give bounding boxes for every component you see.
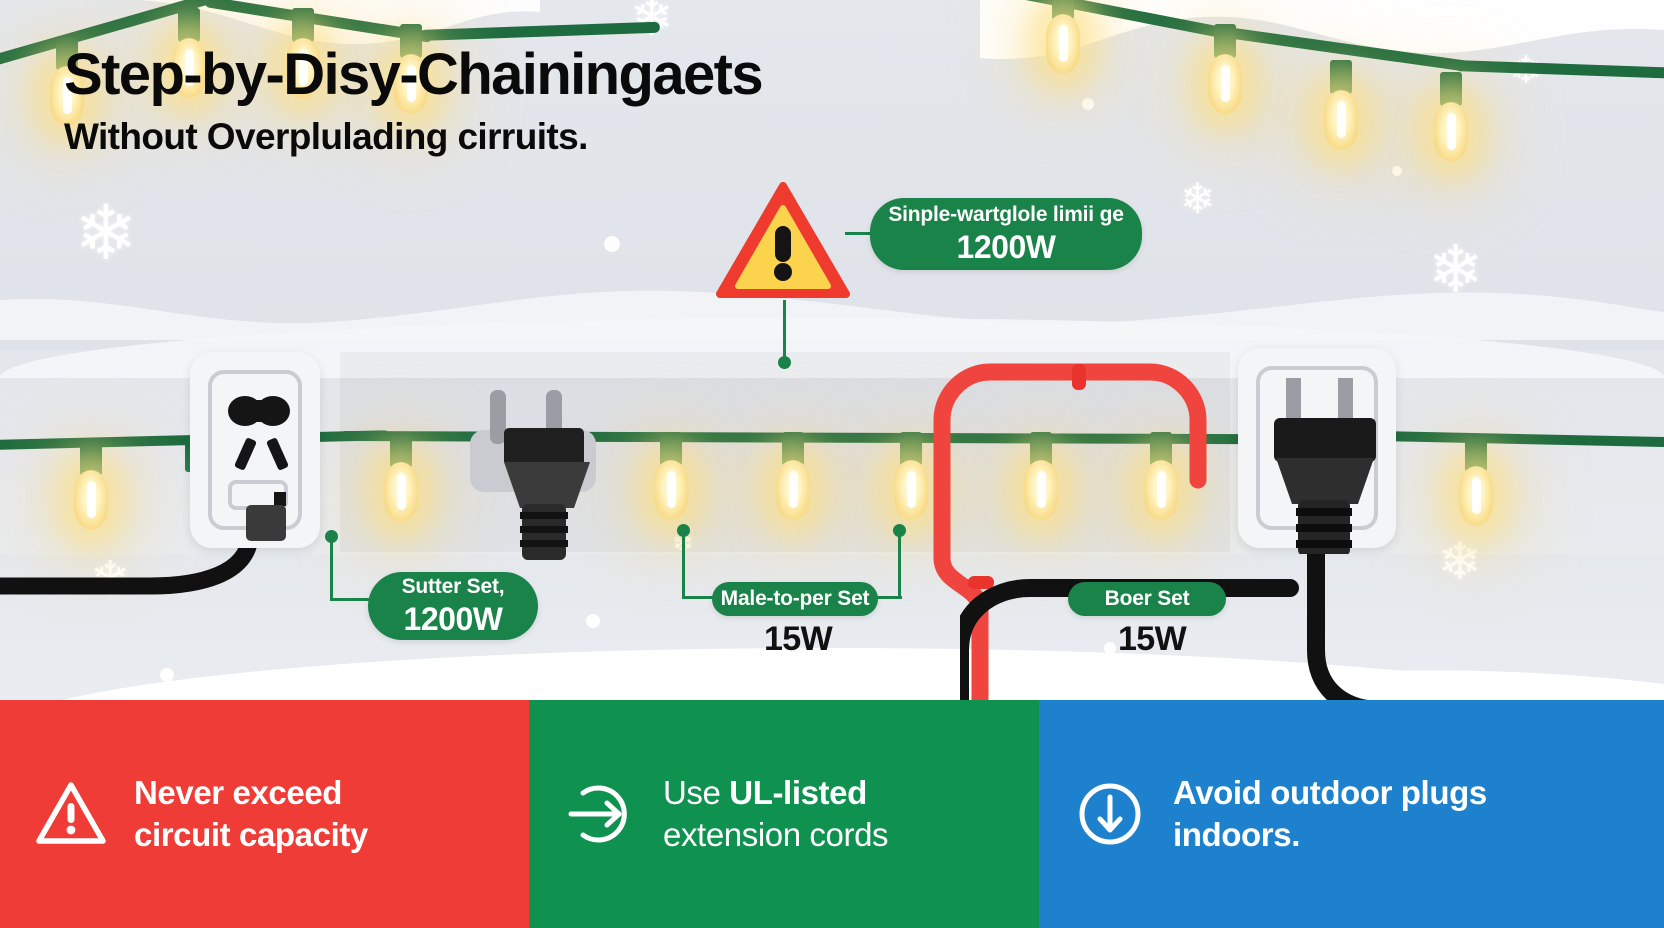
callout-value: 1200W: [403, 600, 503, 637]
leader-node-warning: [778, 356, 791, 369]
tip-never-exceed[interactable]: Never exceed circuit capacity: [0, 700, 529, 928]
callout-label: Boer Set: [1104, 587, 1190, 610]
tip-text: Never exceed circuit capacity: [134, 772, 368, 855]
callout-male-to-per-set[interactable]: Male-to-per Set: [712, 582, 878, 616]
cord-right-black: [951, 560, 1310, 739]
tip-line-2: circuit capacity: [134, 816, 368, 853]
leader-node-middle-right: [893, 524, 906, 537]
callout-first-set[interactable]: Sutter Set, 1200W: [368, 572, 538, 640]
snowflake-icon: ❄: [1180, 175, 1216, 222]
tip-text: Avoid outdoor plugs indoors.: [1173, 772, 1487, 855]
snow-particle: [160, 668, 174, 682]
callout-value-boer-set: 15W: [1118, 620, 1187, 658]
tip-line-1: Avoid outdoor plugs: [1173, 774, 1487, 812]
arrow-down-circle-icon: [1073, 777, 1147, 851]
snow-particle: [1082, 98, 1094, 110]
leader-line-warning-vertical: [783, 300, 786, 362]
warning-triangle-icon: [34, 777, 108, 851]
safety-tips-bar: Never exceed circuit capacity Use UL-lis…: [0, 700, 1664, 928]
callout-value: 1200W: [956, 228, 1056, 265]
snowflake-icon: ❄: [1428, 232, 1484, 306]
outlet-indicator: [274, 492, 286, 506]
tip-line-1: Use UL-listed: [663, 772, 888, 814]
snowflake-icon: ❄: [1438, 533, 1482, 591]
tip-ul-listed[interactable]: Use UL-listed extension cords: [529, 700, 1039, 928]
power-plug-right[interactable]: [1262, 372, 1388, 556]
tip-avoid-outdoor[interactable]: Avoid outdoor plugs indoors.: [1039, 700, 1664, 928]
power-plug-center[interactable]: [462, 390, 602, 560]
headline-block: Step-by-Disy-Chainingaets Without Overpl…: [64, 46, 1024, 157]
callout-label: Male-to-per Set: [720, 587, 870, 610]
page-subtitle: Without Overplulading cirruits.: [64, 116, 588, 157]
callout-boer-set[interactable]: Boer Set: [1068, 582, 1226, 616]
outlet-tab-right: [248, 400, 264, 422]
outlet-faceplate: [208, 370, 302, 530]
cord-plug-boot-left: [246, 505, 286, 541]
callout-wattage-limit[interactable]: Sinple-wartglole limii ge 1200W: [870, 198, 1142, 270]
snow-particle: [1104, 642, 1116, 654]
arrow-into-circle-icon: [563, 777, 637, 851]
page-title: Step-by-Disy-Chainingaets: [64, 42, 764, 107]
callout-label: Sinple-wartglole limii ge: [888, 202, 1124, 226]
warning-triangle-icon: [716, 182, 850, 302]
leader-node-first-set: [325, 530, 338, 543]
tip-line-1-strong: UL-listed: [729, 774, 867, 812]
callout-value-male-to-per-set: 15W: [764, 620, 833, 658]
leader-node-middle-left: [677, 524, 690, 537]
extension-cord-red: [920, 360, 1240, 729]
tip-line-2: indoors.: [1173, 816, 1300, 853]
outlet-diagonal-left: [233, 437, 258, 471]
tip-line-1-prefix: Use: [663, 774, 730, 812]
outlet-diagonal-right: [265, 437, 290, 471]
snow-particle: [604, 236, 620, 252]
snow-particle: [586, 614, 600, 628]
snowflake-icon: ❄: [74, 191, 138, 276]
leader-line-first-set-horizontal: [330, 598, 382, 601]
leader-line-middle-right: [898, 530, 901, 598]
callout-label: Sutter Set,: [401, 574, 505, 598]
tip-line-1: Never exceed: [134, 774, 343, 812]
leader-line-first-set-vertical: [330, 536, 333, 600]
tip-line-2: extension cords: [663, 816, 889, 853]
snow-particle: [1392, 166, 1402, 176]
leader-line-middle-left: [682, 530, 685, 598]
tip-text: Use UL-listed extension cords: [663, 772, 889, 855]
